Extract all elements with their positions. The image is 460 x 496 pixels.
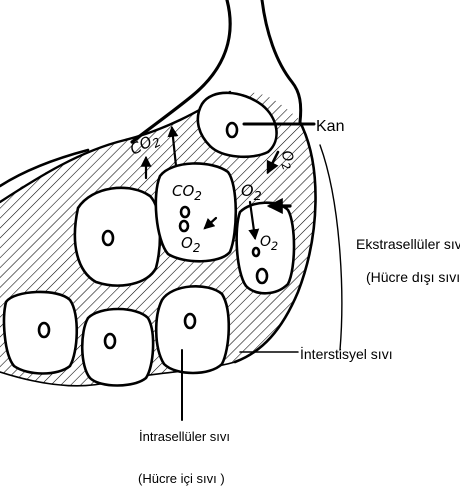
extracellular-label-line1: Ekstrasellüler sıvı <box>356 236 460 252</box>
blood-vessel-wall-upper-right <box>260 0 303 124</box>
cell-6-marker <box>251 246 261 258</box>
intracellular-label-line1: İntrasellüler sıvı <box>139 429 230 444</box>
tissue-cell-4-nucleus <box>103 332 117 350</box>
cell-to-vessel-arrow <box>167 125 179 168</box>
tissue-cell-4 <box>80 307 155 387</box>
blood-vessel-side-branch <box>0 148 90 188</box>
co2-cell-label: CO2 <box>172 182 202 203</box>
extracellular-label-line2: (Hücre dışı sıvı) <box>366 269 460 285</box>
o2-middle-label: O2 <box>241 181 262 204</box>
kan-label: Kan <box>316 118 344 135</box>
o2-vessel-arrow <box>266 150 280 175</box>
interstitial-label: İnterstisyel sıvı <box>300 345 393 362</box>
tissue-cell-1 <box>73 186 162 287</box>
blood-vessel-wall-upper <box>130 0 232 144</box>
tissue-cell-5-nucleus <box>183 312 197 330</box>
intracellular-label-line2: (Hücre içi sıvı ) <box>138 471 225 486</box>
tissue-cell-5 <box>154 284 231 375</box>
tissue-cell-2-co2-o2 <box>154 162 238 263</box>
tissue-cell-1-nucleus <box>101 229 115 247</box>
tissue-cell-6-nucleus <box>255 267 269 285</box>
tissue-right-boundary <box>233 120 317 364</box>
o2-down-arrow <box>248 200 260 241</box>
o2-right-cell-label: O2 <box>260 234 278 253</box>
o2-into-cell-arrow <box>203 216 218 230</box>
o2-cell-label: O2 <box>181 234 200 255</box>
extracellular-bracket-line <box>319 144 343 351</box>
cell-2-marker-top <box>179 205 191 219</box>
endothelial-cell-nucleus <box>225 121 239 139</box>
tissue-cell-3-nucleus <box>37 321 51 339</box>
o2-vessel-label: O2 <box>275 148 299 172</box>
cell-2-marker-mid <box>178 219 190 233</box>
endothelial-cell <box>196 91 278 159</box>
